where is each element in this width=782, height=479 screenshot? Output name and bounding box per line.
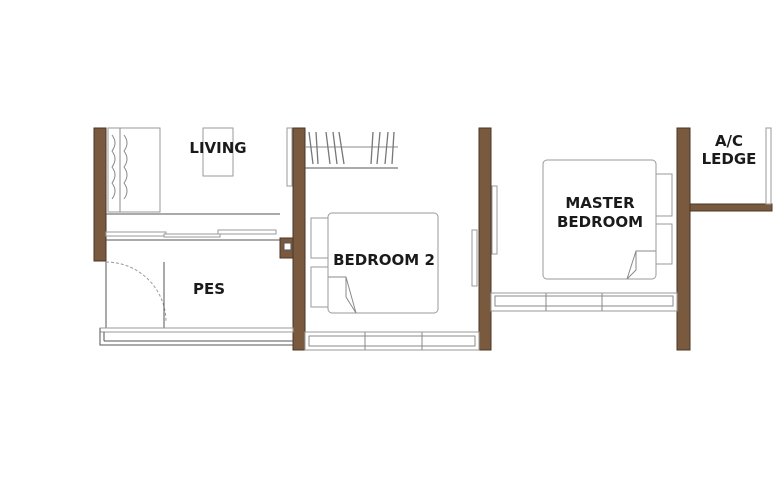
- pillar-outlet: [283, 242, 292, 251]
- sliding-door-2: [163, 233, 221, 238]
- room-label-ac-line1: A/C: [715, 132, 743, 150]
- sliding-door-3: [217, 229, 277, 235]
- bed-master: [542, 159, 657, 280]
- ac-ledge-area: A/C LEDGE: [702, 127, 772, 205]
- room-label-ac-line2: LEDGE: [702, 150, 757, 168]
- window-master-side: [491, 185, 498, 255]
- living-area: LIVING: [105, 127, 293, 241]
- side-table-2: [310, 266, 329, 308]
- wardrobe-hangers: [308, 131, 395, 165]
- master-side-table-2: [655, 223, 673, 265]
- room-label-bedroom2: BEDROOM 2: [333, 251, 435, 269]
- window-bedroom2-bottom: [304, 331, 480, 351]
- wall-acledge-bottom: [689, 203, 773, 212]
- room-label-pes: PES: [193, 280, 225, 298]
- wall-master-acledge: [676, 127, 691, 351]
- window-bedroom2-side: [471, 229, 478, 287]
- sliding-door-1: [105, 231, 167, 237]
- master-bedroom-area: MASTER BEDROOM: [490, 159, 678, 312]
- coffee-table: [202, 127, 234, 177]
- pes-door-swing: [105, 261, 167, 323]
- wall-living-bedroom2: [292, 127, 306, 351]
- room-label-master-line1: MASTER: [565, 194, 635, 212]
- tv-console: [286, 127, 293, 187]
- pes-area: PES: [99, 261, 294, 346]
- sofa: [107, 127, 161, 213]
- bedroom2-area: BEDROOM 2: [304, 131, 480, 351]
- wall-left: [93, 127, 107, 262]
- master-side-table-1: [655, 173, 673, 217]
- side-table-1: [310, 217, 329, 259]
- room-label-living: LIVING: [189, 139, 246, 157]
- pes-railing: [99, 327, 294, 333]
- wall-bedroom2-master: [478, 127, 492, 351]
- ac-ledge-railing: [765, 127, 772, 205]
- room-label-master-line2: BEDROOM: [557, 213, 643, 231]
- walls: [93, 127, 773, 351]
- bed-bedroom2: [327, 212, 439, 314]
